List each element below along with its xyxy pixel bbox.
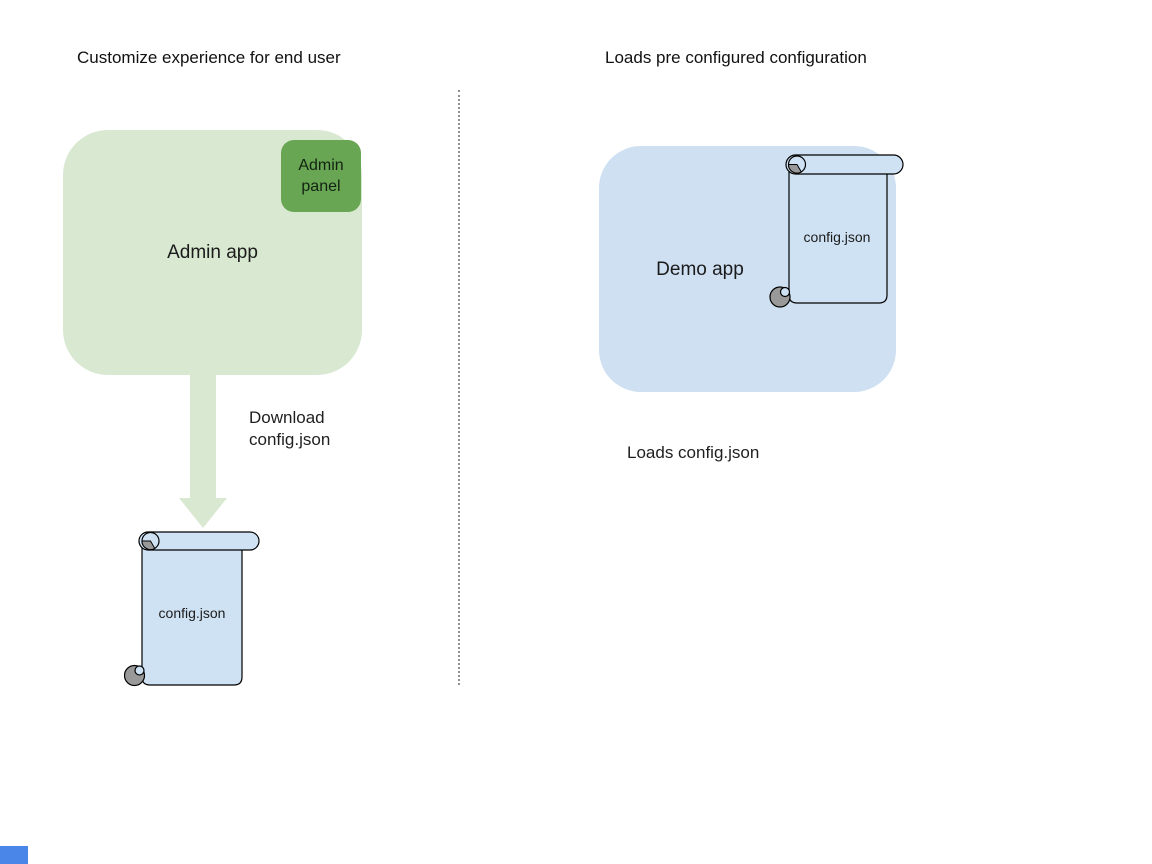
section-divider <box>458 90 460 685</box>
config-json-label-left: config.json <box>159 605 226 621</box>
right-section-title: Loads pre configured configuration <box>605 48 867 67</box>
down-arrow-polygon <box>179 375 227 528</box>
scroll-top-curl-shade <box>141 540 156 551</box>
left-section-title: Customize experience for end user <box>77 48 341 67</box>
down-arrow-shape <box>179 375 227 528</box>
scroll-roll-bar <box>785 154 904 175</box>
config-json-label-right: config.json <box>804 229 871 245</box>
config-json-scroll-left: config.json <box>124 531 260 687</box>
admin-app-label: Admin app <box>167 241 258 263</box>
demo-app-label: Demo app <box>656 259 744 280</box>
admin-panel-shape: Admin panel <box>281 140 361 212</box>
scroll-top-curl-shade <box>787 164 802 174</box>
config-json-scroll-right: config.json <box>769 154 904 308</box>
scroll-roll-bar <box>138 531 260 551</box>
blue-square-shape <box>0 846 28 864</box>
admin-panel-label: Admin panel <box>298 157 344 195</box>
loads-caption: Loads config.json <box>627 443 760 462</box>
scroll-bottom-curl-eye <box>134 665 145 676</box>
scroll-bottom-curl-eye <box>779 286 791 298</box>
download-caption: Download config.json <box>249 408 331 449</box>
